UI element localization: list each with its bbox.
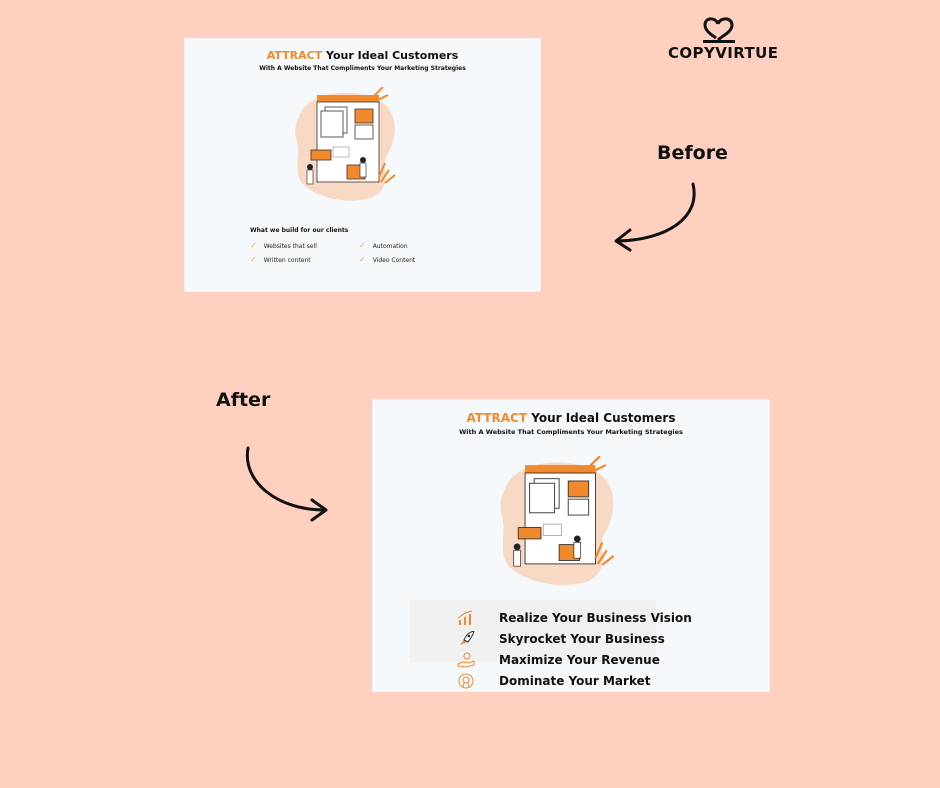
check-icon: ✓ [250,255,257,264]
headline-accent: ATTRACT [466,411,528,425]
growth-chart-icon [457,610,473,625]
page-headline: ATTRACT Your Ideal Customers [373,411,769,425]
section-title: What we build for our clients [250,227,349,234]
benefit-label: Skyrocket Your Business [499,632,665,646]
heart-logo-icon [703,17,735,43]
page-subheadline: With A Website That Compliments Your Mar… [259,65,466,72]
list-item-label: Written content [263,256,311,264]
web-design-illustration [500,456,615,586]
target-award-icon [458,673,474,689]
headline-rest: Your Ideal Customers [322,49,459,62]
list-item: ✓ Video Content [359,256,415,264]
benefit-label: Realize Your Business Vision [499,611,692,625]
after-screenshot-card: ATTRACT Your Ideal Customers With A Webs… [373,400,769,691]
page-subheadline: With A Website That Compliments Your Mar… [459,428,683,436]
page-headline: ATTRACT Your Ideal Customers [185,49,540,62]
headline-rest: Your Ideal Customers [527,411,676,425]
benefit-label: Maximize Your Revenue [499,653,660,667]
list-item: ✓ Automation [359,242,408,250]
before-label: Before [657,142,728,164]
benefits-panel [410,600,656,662]
check-icon: ✓ [359,241,366,250]
money-hand-icon [457,652,475,668]
after-label: After [216,389,271,411]
before-screenshot-card: ATTRACT Your Ideal Customers With A Webs… [185,39,540,291]
list-item: ✓ Written content [250,256,311,264]
rocket-icon [460,631,475,645]
headline-accent: ATTRACT [266,49,323,62]
brand-name: COPYVIRTUE [668,44,779,62]
curved-arrow-icon [614,182,696,252]
list-item-label: Video Content [372,256,416,264]
check-icon: ✓ [359,255,366,264]
list-item-label: Websites that sell [263,242,317,250]
list-item-label: Automation [372,242,408,250]
brand-logo: COPYVIRTUE [664,14,778,66]
benefit-label: Dominate Your Market [499,674,651,688]
web-design-illustration [295,87,396,201]
check-icon: ✓ [250,241,257,250]
curved-arrow-icon [245,446,328,522]
list-item: ✓ Websites that sell [250,242,317,250]
